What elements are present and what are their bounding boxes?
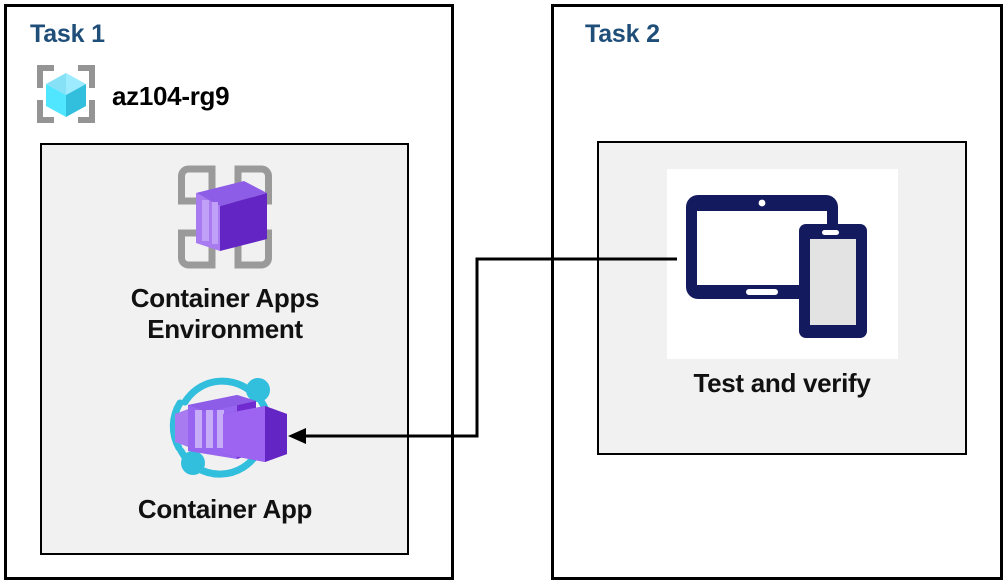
- resource-group-icon: [34, 63, 98, 130]
- cae-label-line-1: Container Apps: [130, 283, 320, 313]
- container-apps-environment-icon: [163, 155, 287, 284]
- container-app-label: Container App: [137, 494, 313, 524]
- test-and-verify-label: Test and verify: [693, 368, 871, 398]
- task-1-title: Task 1: [30, 20, 105, 48]
- container-app-icon: [157, 368, 297, 489]
- task-2-title: Task 2: [585, 20, 660, 48]
- resource-group-label: az104-rg9: [112, 81, 230, 111]
- container-apps-environment-label: Container Apps Environment: [60, 283, 390, 344]
- resource-group-header: az104-rg9: [34, 63, 230, 130]
- cae-label-line-2: Environment: [147, 313, 303, 344]
- devices-icon: [683, 192, 883, 347]
